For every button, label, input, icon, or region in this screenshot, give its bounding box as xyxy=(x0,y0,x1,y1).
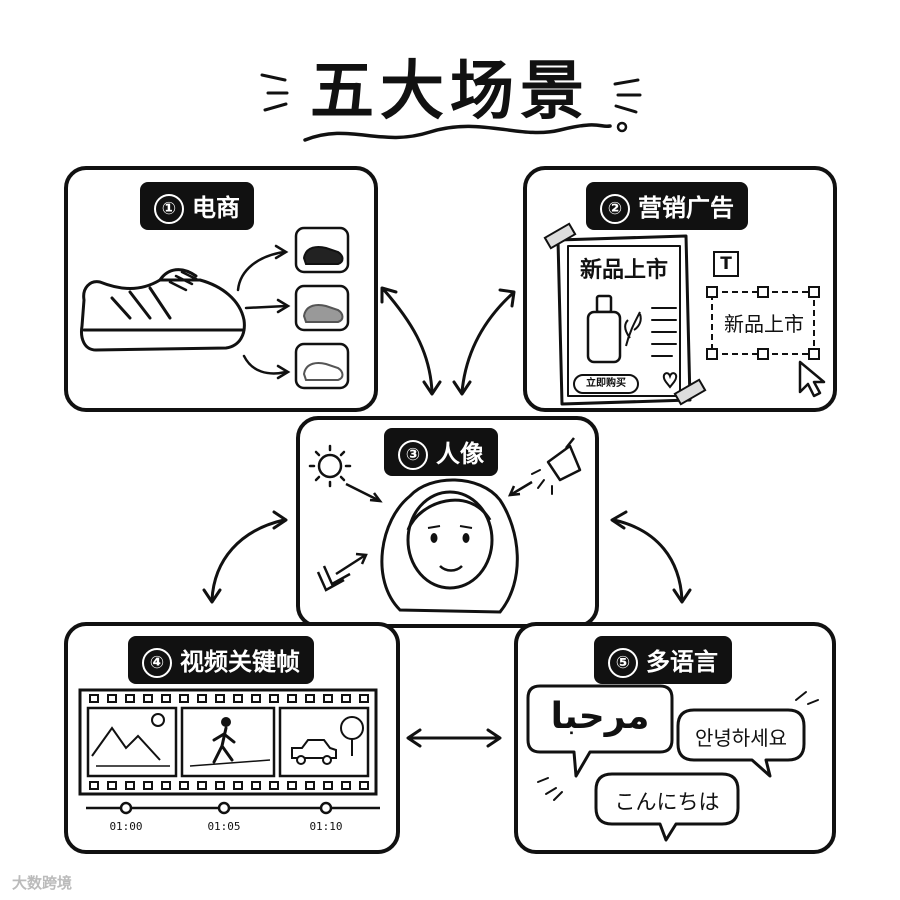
greeting-arabic: مرحبا xyxy=(550,696,650,737)
tag-ecommerce: ① 电商 xyxy=(140,182,254,230)
tag-multilingual: ⑤ 多语言 xyxy=(594,636,732,684)
tag-label: 多语言 xyxy=(646,648,718,676)
tag-portrait: ③ 人像 xyxy=(384,428,498,476)
speech-bubble-arabic xyxy=(526,684,674,778)
arrow-marketing-portrait xyxy=(460,292,514,394)
timeline-marker xyxy=(119,801,133,815)
speech-bubble-korean xyxy=(676,708,806,778)
sun-icon xyxy=(308,444,352,488)
text-tool-icon: T xyxy=(720,254,732,274)
speech-bubble-japanese xyxy=(594,772,740,842)
arrow-portrait-video xyxy=(210,518,286,602)
avatar xyxy=(380,478,519,614)
step-number: ⑤ xyxy=(608,648,638,678)
step-number: ④ xyxy=(142,648,172,678)
title-decoration xyxy=(260,73,642,142)
step-number: ② xyxy=(600,194,630,224)
reflector-icon xyxy=(316,565,351,592)
tag-label: 人像 xyxy=(436,440,484,468)
sneaker-icon xyxy=(80,268,246,352)
arrow-ecommerce-portrait xyxy=(382,288,434,394)
tag-marketing: ② 营销广告 xyxy=(586,182,748,230)
timeline-marker xyxy=(217,801,231,815)
poster-title: 新品上市 xyxy=(579,258,668,283)
greeting-japanese: こんにちは xyxy=(614,790,720,814)
selected-text: 新品上市 xyxy=(724,312,804,336)
tag-label: 营销广告 xyxy=(638,194,734,222)
timestamp: 01:00 xyxy=(109,820,143,833)
step-number: ① xyxy=(154,194,184,224)
cursor-icon xyxy=(798,360,826,398)
tag-label: 视频关键帧 xyxy=(180,648,300,676)
greeting-korean: 안녕하세요 xyxy=(695,726,787,750)
filmstrip-holes xyxy=(89,694,369,790)
buy-button-shape xyxy=(573,374,639,394)
buy-button-label: 立即购买 xyxy=(586,378,626,389)
page-title: 五大场景 xyxy=(310,55,590,129)
timeline-marker xyxy=(319,801,333,815)
tag-video: ④ 视频关键帧 xyxy=(128,636,314,684)
step-number: ③ xyxy=(398,440,428,470)
heart-icon xyxy=(662,372,678,389)
timestamp: 01:10 xyxy=(309,820,343,833)
arrow-portrait-multilingual xyxy=(612,518,684,602)
lamp-icon xyxy=(546,437,582,482)
tag-label: 电商 xyxy=(192,194,240,222)
text-tool-box xyxy=(713,251,739,277)
watermark: 大数跨境 xyxy=(12,874,73,892)
timestamp: 01:05 xyxy=(207,820,241,833)
